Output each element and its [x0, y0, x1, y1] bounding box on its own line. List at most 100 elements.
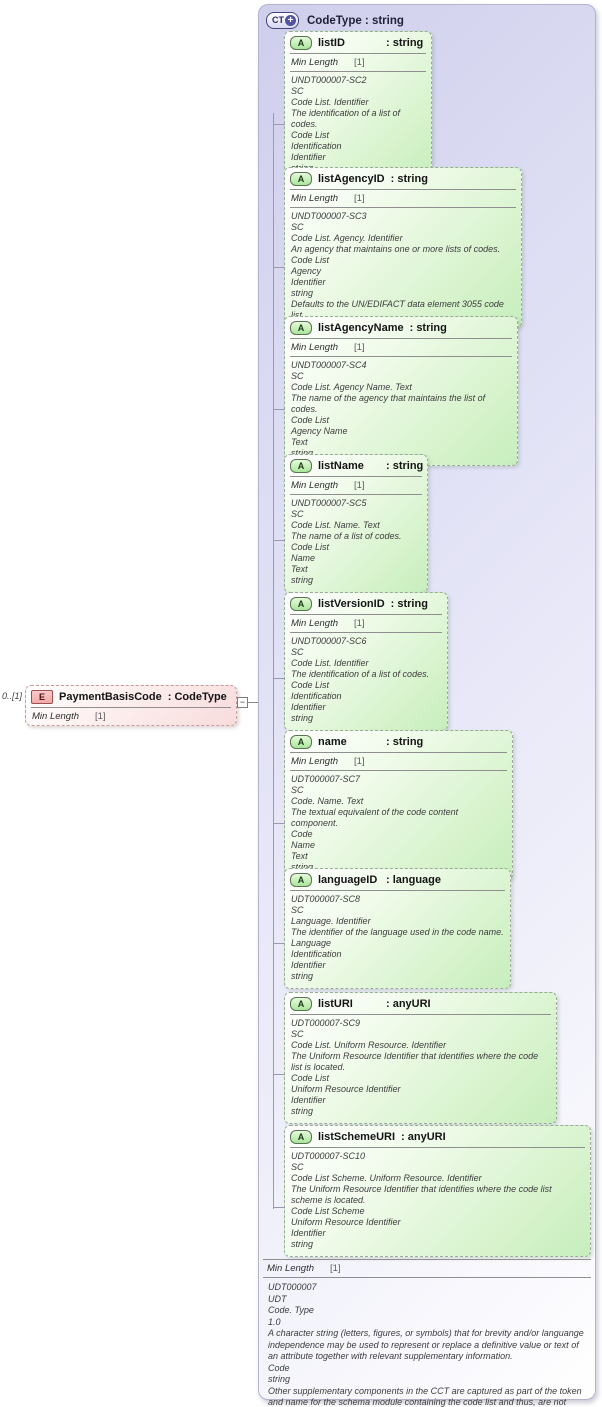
facet-label: Min Length [291, 480, 339, 491]
facet-value: [1] [354, 57, 365, 68]
attribute-annotations: UDT000007-SC8 SC Language. Identifier Th… [291, 894, 504, 981]
attribute-header: A listAgencyName : string [285, 317, 517, 338]
attribute-icon: A [290, 735, 312, 749]
attribute-type: : string [386, 37, 424, 49]
attribute-name: listSchemeURI [318, 1131, 396, 1143]
complextype-title: CodeType : string [307, 14, 404, 27]
attribute-box-listid[interactable]: A listID : string Min Length [1] UNDT000… [273, 31, 432, 181]
facet-min-length: Min Length [1] [290, 190, 516, 207]
attribute-annotations: UNDT000007-SC2 SC Code List. Identifier … [291, 75, 401, 173]
divider [290, 53, 426, 54]
facet-value: [1] [95, 711, 106, 722]
divider [263, 1259, 591, 1260]
facet-label: Min Length [32, 711, 80, 722]
attribute-annotations: UDT000007-SC9 SC Code List. Uniform Reso… [291, 1018, 539, 1116]
attribute-name: listID [318, 37, 345, 49]
complextype-icon: CT + [266, 12, 299, 29]
attribute-header: A languageID : language [285, 869, 510, 890]
facet-value: [1] [354, 193, 365, 204]
divider [290, 770, 507, 771]
attribute-box-listversionid[interactable]: A listVersionID : string Min Length [1] … [273, 592, 448, 731]
attribute-icon: A [290, 172, 312, 186]
attribute-type: : string [386, 736, 424, 748]
attribute-annotations: UNDT000007-SC6 SC Code List. Identifier … [291, 636, 430, 723]
attribute-annotations: UDT000007-SC10 SC Code List Scheme. Unif… [291, 1151, 552, 1249]
divider [290, 71, 426, 72]
attribute-header: A listID : string [285, 32, 431, 53]
attribute-name: name [318, 736, 347, 748]
facet-value: [1] [354, 756, 365, 767]
attribute-name: listName [318, 460, 364, 472]
element-icon: E [31, 690, 53, 704]
divider [290, 614, 442, 615]
divider [290, 476, 422, 477]
divider [290, 752, 507, 753]
attribute-box-listschemeuri[interactable]: A listSchemeURI : anyURI UDT000007-SC10 … [273, 1125, 591, 1257]
facet-min-length: Min Length [1] [290, 477, 422, 494]
expand-plus-icon: + [285, 15, 296, 26]
attribute-name: languageID [318, 874, 378, 886]
facet-min-length: Min Length [1] [266, 1260, 588, 1277]
attribute-icon: A [290, 321, 312, 335]
attribute-icon: A [290, 873, 312, 887]
attribute-icon: A [290, 997, 312, 1011]
attribute-type: : string [390, 598, 428, 610]
attribute-header: A name : string [285, 731, 512, 752]
attribute-box-listuri[interactable]: A listURI : anyURI UDT000007-SC9 SC Code… [273, 992, 557, 1124]
facet-label: Min Length [291, 193, 339, 204]
attribute-type: : language [386, 874, 442, 886]
facet-label: Min Length [291, 342, 339, 353]
facet-min-length: Min Length [1] [31, 708, 231, 725]
cardinality-label: 0..[1] [2, 691, 23, 701]
complextype-header[interactable]: CT + CodeType : string [259, 5, 595, 33]
facet-value: [1] [354, 618, 365, 629]
facet-label: Min Length [291, 618, 339, 629]
element-header: E PaymentBasisCode : CodeType [26, 686, 236, 707]
facet-min-length: Min Length [1] [290, 753, 507, 770]
facet-label: Min Length [291, 756, 339, 767]
facet-label: Min Length [267, 1263, 315, 1274]
type-annotations: UDT000007 UDT Code. Type 1.0 A character… [268, 1282, 584, 1407]
divider [290, 494, 422, 495]
collapse-toggle[interactable]: − [237, 697, 248, 708]
facet-value: [1] [330, 1263, 341, 1274]
facet-label: Min Length [291, 57, 339, 68]
attribute-header: A listVersionID : string [285, 593, 447, 614]
divider [290, 356, 512, 357]
attribute-annotations: UNDT000007-SC4 SC Code List. Agency Name… [291, 360, 486, 458]
attribute-box-name[interactable]: A name : string Min Length [1] UDT000007… [273, 730, 513, 880]
attribute-box-languageid[interactable]: A languageID : language UDT000007-SC8 SC… [273, 868, 511, 989]
attribute-icon: A [290, 459, 312, 473]
divider [290, 890, 505, 891]
attribute-box-listagencyname[interactable]: A listAgencyName : string Min Length [1]… [273, 316, 518, 466]
attribute-annotations: UDT000007-SC7 SC Code. Name. Text The te… [291, 774, 459, 872]
divider [290, 1014, 551, 1015]
divider [290, 1147, 585, 1148]
attribute-name: listAgencyName [318, 322, 404, 334]
attribute-header: A listAgencyID : string [285, 168, 521, 189]
element-name: PaymentBasisCode [59, 691, 162, 703]
attribute-type: : anyURI [386, 998, 431, 1010]
divider [290, 207, 516, 208]
attribute-box-listname[interactable]: A listName : string Min Length [1] UNDT0… [273, 454, 428, 593]
attribute-box-listagencyid[interactable]: A listAgencyID : string Min Length [1] U… [273, 167, 522, 328]
attribute-header: A listURI : anyURI [285, 993, 556, 1014]
attribute-type: : string [386, 460, 424, 472]
divider [290, 632, 442, 633]
attribute-icon: A [290, 1130, 312, 1144]
facet-min-length: Min Length [1] [290, 54, 426, 71]
complextype-box-codetype[interactable]: CT + CodeType : string A listID : string… [258, 4, 596, 1407]
facet-min-length: Min Length [1] [290, 615, 442, 632]
attribute-name: listURI [318, 998, 353, 1010]
attribute-annotations: UNDT000007-SC5 SC Code List. Name. Text … [291, 498, 402, 585]
attribute-type: : string [409, 322, 447, 334]
facet-value: [1] [354, 480, 365, 491]
divider [290, 189, 516, 190]
facet-value: [1] [354, 342, 365, 353]
element-box-paymentbasiscode[interactable]: E PaymentBasisCode : CodeType Min Length… [25, 685, 237, 726]
attribute-type: : anyURI [401, 1131, 446, 1143]
attribute-header: A listSchemeURI : anyURI [285, 1126, 590, 1147]
attribute-name: listVersionID [318, 598, 385, 610]
divider [263, 1277, 591, 1278]
